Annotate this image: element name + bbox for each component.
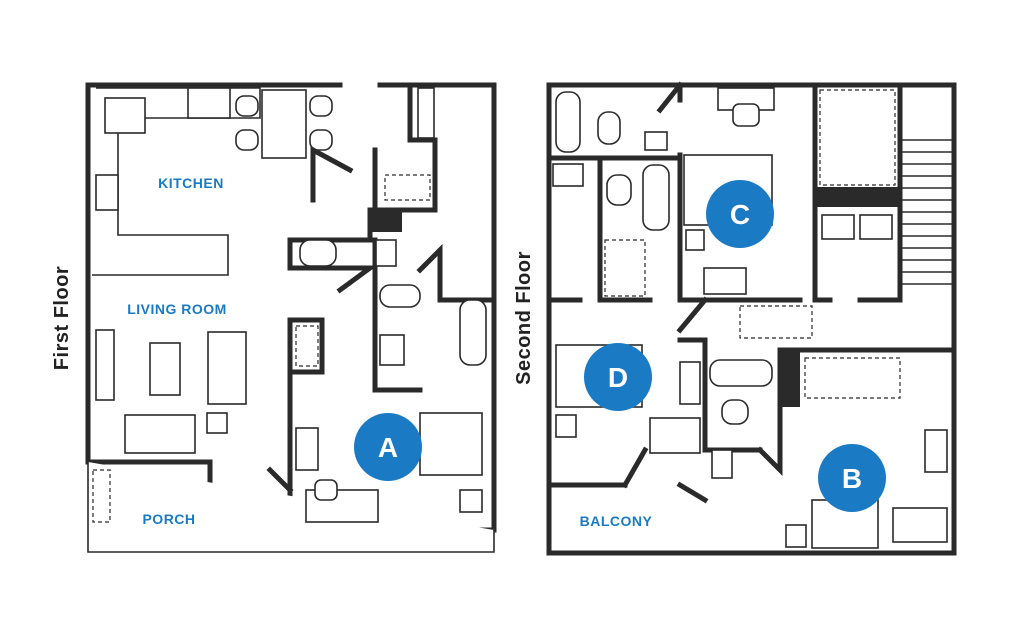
svg-text:C: C <box>730 199 750 230</box>
room-label-porch: PORCH <box>142 511 195 527</box>
svg-text:B: B <box>842 463 862 494</box>
second-floor-plan <box>546 81 957 556</box>
first-floor-title: First Floor <box>51 266 73 370</box>
staircase <box>902 139 954 285</box>
bedroom-badge-d: D <box>584 343 652 411</box>
bedroom-badge-a: A <box>354 413 422 481</box>
bedroom-badge-c: C <box>706 180 774 248</box>
bedroom-badge-b: B <box>818 444 886 512</box>
svg-text:A: A <box>378 432 398 463</box>
room-label-kitchen: KITCHEN <box>158 175 224 191</box>
first-floor-plan <box>85 82 497 553</box>
room-label-living-room: LIVING ROOM <box>127 301 227 317</box>
svg-text:D: D <box>608 362 628 393</box>
second-floor-title: Second Floor <box>513 251 535 385</box>
room-label-balcony: BALCONY <box>580 513 653 529</box>
